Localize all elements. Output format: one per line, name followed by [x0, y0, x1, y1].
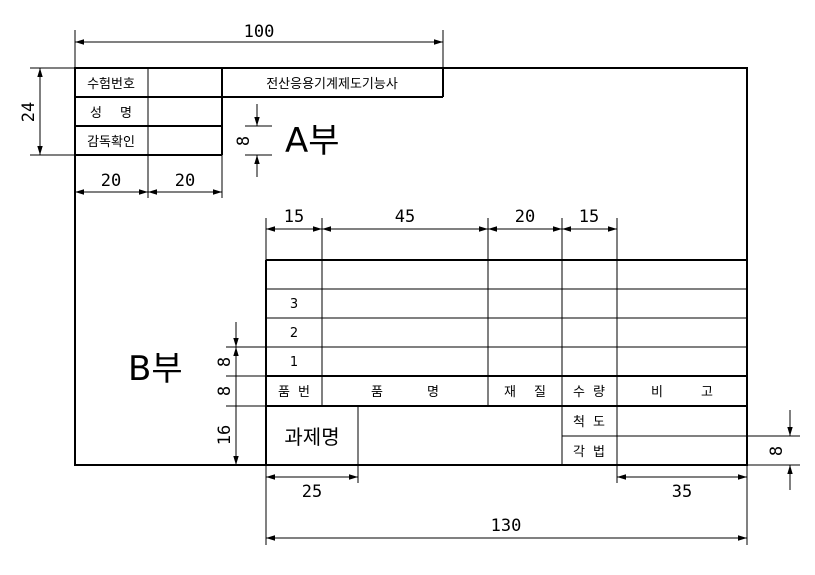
- dimension-bottom: 25 35 130: [265, 465, 748, 545]
- exam-number-label: 수험번호: [87, 77, 135, 92]
- scale-label: 척 도: [573, 415, 605, 430]
- svg-text:16: 16: [215, 425, 235, 445]
- section-b-label: B부: [128, 349, 183, 389]
- svg-text:8: 8: [215, 386, 235, 396]
- dimension-8-right: 8: [747, 410, 800, 490]
- header-part-number: 품 번: [278, 385, 310, 400]
- svg-text:15: 15: [579, 207, 599, 227]
- svg-text:20: 20: [515, 207, 535, 227]
- dimension-columns: 15 45 20 15: [265, 207, 618, 260]
- header-box: 수험번호 성 명 감독확인 전산응용기계제도기능사: [75, 68, 444, 156]
- header-material: 재 질: [504, 385, 546, 400]
- svg-text:8: 8: [234, 136, 254, 146]
- dimension-20-20: 20 20: [74, 155, 223, 198]
- header-remarks: 비 고: [651, 385, 713, 400]
- drawing-frame: [74, 67, 748, 466]
- task-name-label: 과제명: [284, 425, 339, 449]
- projection-label: 각 법: [573, 445, 605, 460]
- svg-text:45: 45: [395, 207, 415, 227]
- svg-text:8: 8: [215, 357, 235, 367]
- svg-text:20: 20: [101, 171, 121, 191]
- supervisor-label: 감독확인: [87, 135, 135, 150]
- svg-text:24: 24: [19, 102, 39, 122]
- svg-text:130: 130: [491, 516, 522, 536]
- name-label: 성 명: [90, 106, 132, 121]
- header-part-name: 품 명: [371, 385, 439, 400]
- parts-table: 3 2 1 품 번 품 명 재 질 수 량 비 고 과제명 척 도 각 법: [265, 259, 747, 465]
- dimension-8-a: 8: [234, 104, 272, 177]
- table-row: 1: [290, 355, 298, 370]
- svg-text:25: 25: [302, 482, 322, 502]
- table-row: 3: [290, 297, 298, 312]
- dimension-24: 24: [19, 67, 75, 156]
- section-a-label: A부: [285, 121, 340, 161]
- svg-text:35: 35: [672, 482, 692, 502]
- svg-text:8: 8: [767, 446, 787, 456]
- svg-text:20: 20: [175, 171, 195, 191]
- table-row: 2: [290, 326, 298, 341]
- dimension-100: 100: [74, 22, 444, 68]
- certificate-title: 전산응용기계제도기능사: [266, 77, 398, 92]
- svg-text:15: 15: [284, 207, 304, 227]
- dimension-rows: 8 8 16: [215, 322, 266, 466]
- svg-text:100: 100: [244, 22, 275, 42]
- header-quantity: 수 량: [573, 385, 605, 400]
